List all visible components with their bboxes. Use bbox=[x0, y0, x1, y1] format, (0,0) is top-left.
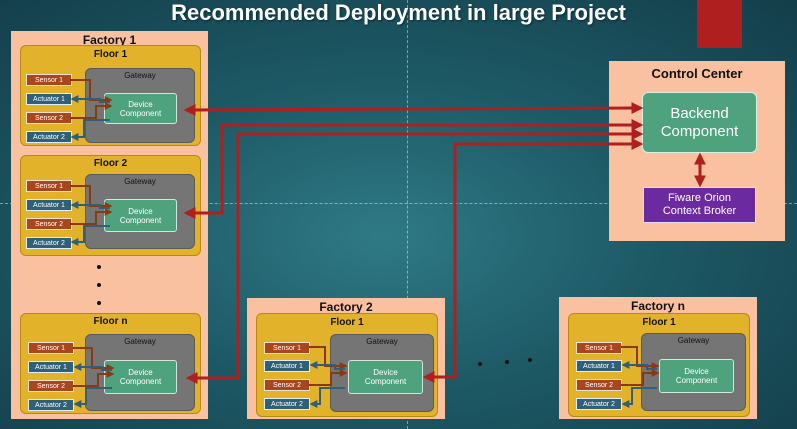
device-label-line2: Component bbox=[675, 376, 718, 385]
local-connectors-f1-floorn bbox=[73, 347, 115, 408]
factory-n-label: Factory n bbox=[630, 299, 685, 313]
sensor-2: Sensor 2 bbox=[26, 218, 72, 230]
orion-label-line2: Context Broker bbox=[662, 205, 737, 217]
floor-label: Floor 1 bbox=[93, 49, 128, 60]
page-title: Recommended Deployment in large Project bbox=[171, 0, 626, 25]
actuator-1: Actuator 1 bbox=[26, 199, 72, 211]
floor-label: Floor n bbox=[93, 316, 128, 327]
device-label-line2: Component bbox=[119, 215, 162, 225]
device-label-line1: Device bbox=[128, 368, 153, 377]
backend-label-line1: Backend bbox=[670, 104, 729, 122]
local-connectors-f2 bbox=[309, 346, 348, 408]
gateway-label: Gateway bbox=[124, 71, 156, 80]
device-label-line2: Component bbox=[119, 377, 162, 386]
gateway-label: Gateway bbox=[124, 337, 156, 346]
ellipsis-dot bbox=[97, 301, 101, 305]
ellipsis-dot bbox=[97, 265, 101, 269]
actuator-2: Actuator 2 bbox=[28, 399, 74, 411]
local-connectors-f1-floor2 bbox=[70, 185, 113, 246]
floor-label: Floor 1 bbox=[642, 317, 676, 328]
decorative-red-rect bbox=[697, 0, 742, 48]
backend-label-line2: Component bbox=[660, 122, 739, 140]
device-label-line2: Component bbox=[119, 108, 162, 118]
device-label-line1: Device bbox=[128, 99, 153, 109]
control-center-label: Control Center bbox=[651, 66, 743, 81]
floor-label: Floor 2 bbox=[93, 158, 128, 169]
factory-1-label: Factory 1 bbox=[82, 33, 137, 47]
ellipsis-dot bbox=[97, 283, 101, 287]
local-connectors-f1-floor1 bbox=[70, 79, 113, 141]
local-connectors-fn bbox=[621, 346, 660, 408]
orion-label-line1: Fiware Orion bbox=[668, 192, 731, 204]
device-label-line1: Device bbox=[128, 206, 153, 216]
gateway-label: Gateway bbox=[124, 177, 156, 186]
backend-links bbox=[183, 102, 706, 384]
sensor-1: Sensor 1 bbox=[26, 74, 72, 86]
device-label-line1: Device bbox=[684, 367, 709, 376]
gateway-label: Gateway bbox=[677, 336, 710, 345]
